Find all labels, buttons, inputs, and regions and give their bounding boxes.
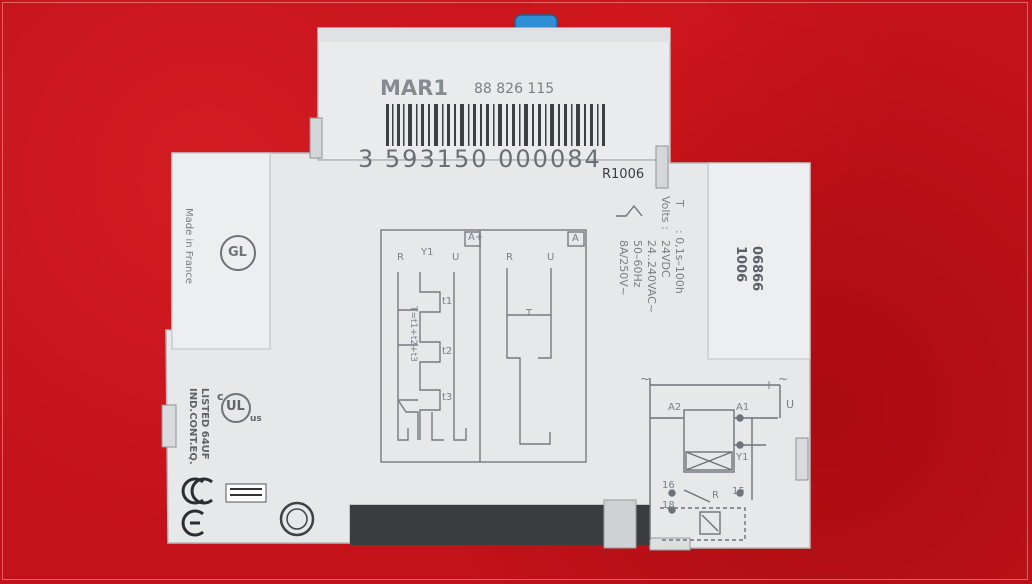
spec-volts-label: Volts : [659, 196, 672, 230]
supply-plus: + [764, 378, 775, 392]
gl-logo-circle [220, 235, 256, 271]
diagram-a-label-r: R [506, 252, 513, 263]
date-code-2: 1006 [733, 246, 748, 283]
terminal-r: R [712, 490, 719, 501]
revision-label: R1006 [602, 167, 645, 182]
c-mark [181, 477, 204, 505]
ul-c-mark: c [217, 390, 224, 403]
made-in-label: Made in France [183, 208, 194, 284]
barcode-number: 3 593150 000084 [358, 145, 602, 173]
terminal-a1: A1 [736, 402, 750, 413]
date-code-1: 06866 [749, 246, 764, 292]
ul-listing-text: LISTED 64UF [199, 388, 210, 460]
diagram-aplus-formula: T=t1+t2+t3 [408, 306, 418, 362]
diagram-aplus-label-y1: Y1 [421, 247, 434, 258]
ul-us-mark: us [250, 414, 262, 424]
spec-t-value: : 0,1s–100h [673, 230, 686, 294]
terminal-18: 18 [662, 500, 675, 511]
diagram-a-tag: A [572, 233, 579, 244]
ul-listing-text-2: IND.CONT.EQ. [187, 388, 198, 465]
spec-rating: 8A/250V~ [617, 240, 630, 296]
diagram-aplus-label-t1: t1 [442, 296, 453, 307]
round-logo-icon [279, 501, 315, 537]
test-slot[interactable] [225, 483, 267, 503]
spec-volts-dc: 24VDC [659, 240, 672, 278]
barcode [386, 104, 605, 146]
diagram-a-label-t: T [526, 308, 533, 319]
diagram-aplus-tag: A+ [468, 232, 484, 243]
model-label: MAR1 [380, 76, 448, 100]
ul-mark: UL [226, 399, 245, 414]
diagram-aplus-label-r: R [397, 252, 404, 263]
terminal-16: 16 [662, 480, 675, 491]
terminal-a2: A2 [668, 402, 682, 413]
diagram-aplus-label-t3: t3 [442, 392, 453, 403]
terminal-15: 15 [732, 486, 745, 497]
spec-frequency: 50–60Hz [631, 240, 644, 288]
supply-u: U [786, 398, 795, 411]
ul-logo-circle [221, 393, 251, 423]
wiring-diagram [649, 378, 781, 541]
diagram-aplus-label-u: U [452, 252, 460, 263]
right-cover [707, 162, 811, 360]
terminal-y1: Y1 [736, 452, 749, 463]
diagram-aplus-label-t2: t2 [442, 346, 453, 357]
gl-logo: GL [228, 245, 247, 260]
e-mark [181, 509, 204, 537]
ce-mark: CE [175, 556, 176, 557]
spec-t-label: T [673, 200, 686, 207]
part-number-label: 88 826 115 [474, 81, 555, 97]
spec-volts-ac: 24..240VAC~ [645, 240, 658, 314]
supply-ac-left: ~ [640, 372, 651, 386]
timing-diagrams [380, 229, 587, 463]
supply-ac-right: ~ [778, 372, 789, 386]
diagram-a-label-u: U [547, 252, 555, 263]
